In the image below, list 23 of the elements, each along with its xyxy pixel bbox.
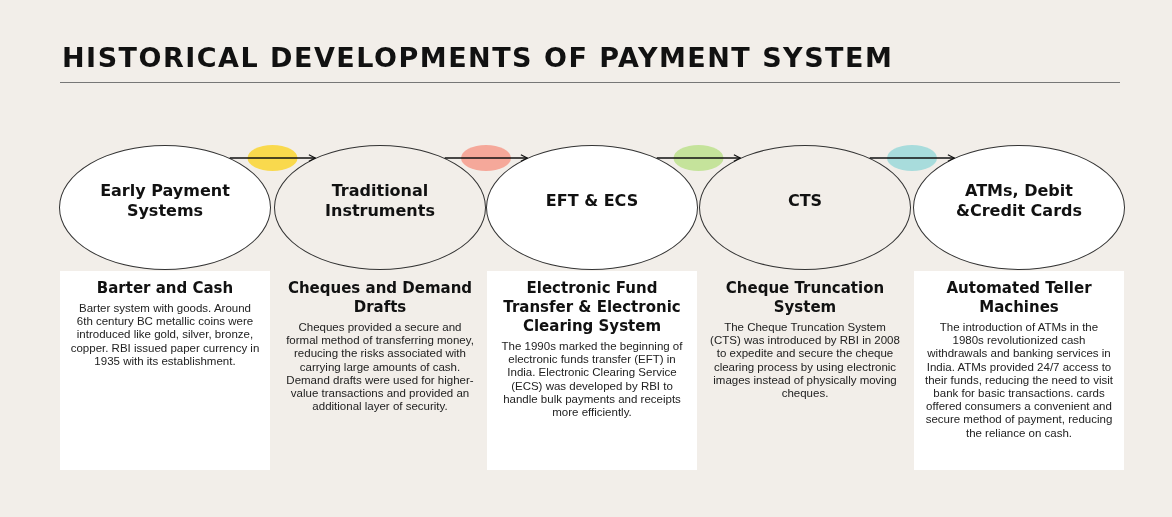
arrow [868, 154, 956, 162]
stage-title: CTS [787, 190, 823, 211]
info-panel [914, 271, 1124, 470]
stage-title: EFT & ECS [545, 190, 639, 211]
panel-heading: Electronic Fund Transfer & Electronic Clearing System [502, 279, 682, 336]
panel-description: The Cheque Truncation System (CTS) was introduced by RBI in 2008 to expedite and secure the cheque clearing process by using electronic images instead of physically moving cheques. [710, 321, 900, 401]
info-panel [487, 271, 697, 470]
panel-description: The introduction of ATMs in the 1980s revolutionized cash withdrawals and banking services in India. ATMs provided 24/7 access to their funds, reducing the need to visit bank for basic transactions. cards offered consumers a convenient and secure method of payment, reducing the reliance on cash. [924, 321, 1114, 440]
panel-heading: Cheque Truncation System [724, 279, 886, 317]
panel-description: The 1990s marked the beginning of electronic funds transfer (EFT) in India. Electronic Clearing Service (ECS) was developed by RBI to handle bulk payments and receipts more efficiently. [500, 340, 684, 420]
info-panel [60, 271, 270, 470]
arrow [443, 154, 529, 162]
diagram-title: HISTORICAL DEVELOPMENTS OF PAYMENT SYSTEM [62, 42, 894, 73]
panel-description: Barter system with goods. Around 6th century BC metallic coins were introduced like gold, silver, bronze, copper. RBI issued paper currency in 1935 with its establishment. [70, 302, 260, 368]
stage-title: Traditional Instruments [324, 180, 436, 221]
stage-title: Early Payment Systems [99, 180, 231, 221]
arrow [655, 154, 742, 162]
panel-heading: Automated Teller Machines [945, 279, 1093, 317]
arrow [228, 154, 317, 162]
stage-title: ATMs, Debit &Credit Cards [955, 180, 1083, 221]
panel-description: Cheques provided a secure and formal method of transferring money, reducing the risks associated with carrying large amounts of cash. Demand drafts were used for higher-value transactions and provided an additional layer of security. [285, 321, 475, 414]
panel-heading: Barter and Cash [95, 279, 235, 298]
panel-heading: Cheques and Demand Drafts [286, 279, 474, 317]
